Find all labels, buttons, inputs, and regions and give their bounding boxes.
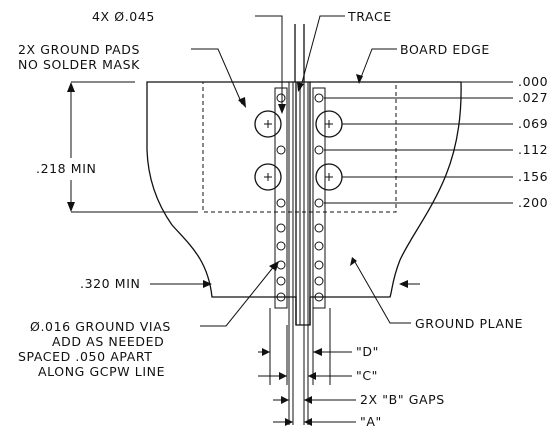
dim-218-label: .218 MIN xyxy=(36,161,96,176)
vias-label-4: ALONG GCPW LINE xyxy=(38,364,165,379)
trace-leader xyxy=(299,15,345,91)
scale-112: .112 xyxy=(518,142,548,157)
ground-pads-label-2: NO SOLDER MASK xyxy=(18,57,140,72)
via-column-left xyxy=(274,87,288,309)
ground-plane-label: GROUND PLANE xyxy=(415,316,523,331)
ground-pads-leader xyxy=(191,48,243,105)
scale-027: .027 xyxy=(518,90,548,105)
pad-crosses xyxy=(264,120,333,181)
holes-label: 4X Ø.045 xyxy=(92,9,155,24)
vias-leader xyxy=(200,264,276,327)
scale-069: .069 xyxy=(518,116,548,131)
board-outline xyxy=(146,81,462,326)
vias-label-1: Ø.016 GROUND VIAS xyxy=(30,319,171,334)
ground-pads-label-1: 2X GROUND PADS xyxy=(18,42,140,57)
scale-200: .200 xyxy=(518,195,548,210)
board-edge-leader xyxy=(359,48,397,81)
dim-320-label: .320 MIN xyxy=(80,276,140,291)
dim-b-label: 2X "B" GAPS xyxy=(360,392,445,407)
vias-label-3: SPACED .050 APART xyxy=(18,349,153,364)
scale-156: .156 xyxy=(518,169,548,184)
board-edge-label: BOARD EDGE xyxy=(400,42,490,57)
ground-plane-leader xyxy=(354,261,411,324)
pad-hole-1 xyxy=(254,110,282,138)
scale-000: .000 xyxy=(518,74,548,89)
scale-leaders xyxy=(324,81,513,204)
ground-pad-region xyxy=(202,81,397,213)
holes-leader xyxy=(255,15,283,112)
vias-label-2: ADD AS NEEDED xyxy=(52,334,164,349)
dim-a-label: "A" xyxy=(360,414,382,429)
via-column-right xyxy=(312,87,326,309)
pad-hole-3 xyxy=(254,163,282,191)
dim-d-label: "D" xyxy=(356,344,379,359)
trace-label: TRACE xyxy=(347,9,392,24)
dim-c-label: "C" xyxy=(356,368,378,383)
bottom-ext-lines xyxy=(269,308,331,425)
